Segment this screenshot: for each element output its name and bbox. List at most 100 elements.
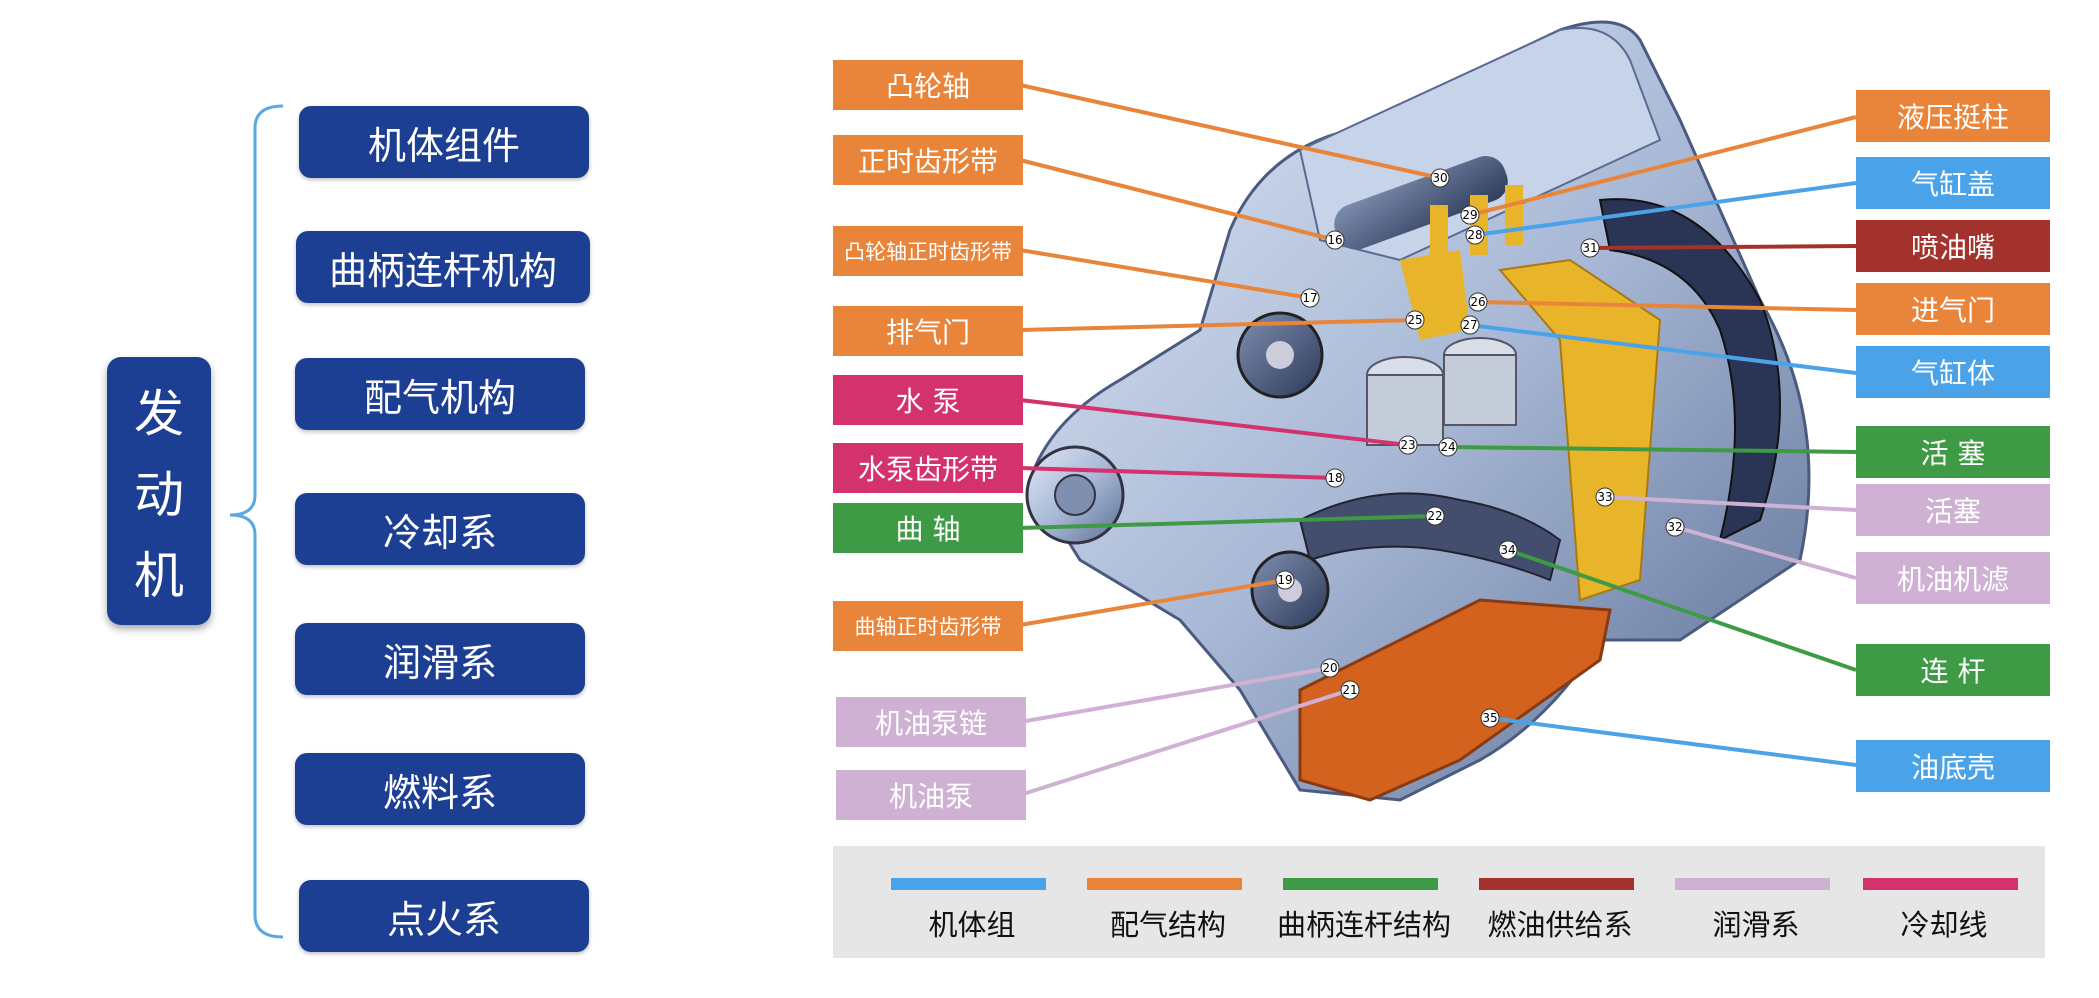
callout-number: 33: [1597, 490, 1612, 504]
root-node-engine: 发 动 机: [107, 357, 211, 625]
label-text: 喷油嘴: [1910, 231, 1995, 264]
label-connecting-rod: 连 杆: [1856, 644, 2050, 696]
leader-lines-left: [1019, 83, 1441, 797]
legend-label: 曲柄连杆结构: [1276, 908, 1451, 942]
subsystem-label: 点火系: [386, 897, 501, 942]
callout-number: 20: [1322, 661, 1337, 675]
legend-swatch: [1283, 878, 1438, 890]
label-exhaust-valve: 排气门: [833, 306, 1023, 356]
subsystem-body-parts: 机体组件: [299, 106, 589, 178]
legend-label: 机体组: [928, 908, 1016, 942]
legend-label: 配气结构: [1109, 908, 1226, 942]
legend-item-crank: 曲柄连杆结构: [1269, 846, 1451, 958]
legend-swatch: [891, 878, 1046, 890]
label-text: 活塞: [1924, 495, 1981, 528]
legend-item-lube: 润滑系: [1661, 846, 1841, 958]
label-oil-filter: 机油机滤: [1856, 552, 2050, 604]
label-text: 曲轴正时齿形带: [854, 615, 1002, 639]
label-oil-pan: 油底壳: [1856, 740, 2050, 792]
callout-number: 31: [1582, 241, 1597, 255]
subsystem-label: 机体组件: [367, 123, 520, 168]
legend-item-body: 机体组: [877, 846, 1057, 958]
label-text: 排气门: [885, 316, 970, 349]
callout-number: 28: [1467, 228, 1482, 242]
label-oil-pump: 机油泵: [836, 770, 1026, 820]
label-hydraulic-lifter: 液压挺柱: [1856, 90, 2050, 142]
label-piston-pink: 活塞: [1856, 484, 2050, 536]
label-text: 连 杆: [1920, 655, 1986, 688]
callout-number: 18: [1327, 471, 1342, 485]
label-text: 曲 轴: [895, 513, 961, 546]
subsystem-lubrication: 润滑系: [295, 623, 585, 695]
subsystem-valve-train: 配气机构: [295, 358, 585, 430]
subsystem-label: 冷却系: [382, 510, 497, 555]
callout-number: 29: [1462, 208, 1477, 222]
subsystem-cooling: 冷却系: [295, 493, 585, 565]
label-text: 机油机滤: [1896, 563, 2009, 596]
label-text: 凸轮轴正时齿形带: [844, 240, 1012, 264]
legend-label: 燃油供给系: [1487, 908, 1633, 942]
label-fuel-injector: 喷油嘴: [1856, 220, 2050, 272]
subsystem-label: 配气机构: [363, 375, 516, 420]
callout-number: 21: [1342, 683, 1357, 697]
label-water-pump: 水 泵: [833, 375, 1023, 425]
callout-number: 25: [1407, 313, 1422, 327]
legend-item-fuel: 燃油供给系: [1465, 846, 1645, 958]
callout-number: 23: [1400, 438, 1415, 452]
label-camshaft-timing-belt: 凸轮轴正时齿形带: [833, 226, 1023, 276]
callout-number: 32: [1667, 520, 1682, 534]
engine-illustration: [1025, 20, 1811, 802]
label-oil-pump-chain: 机油泵链: [836, 697, 1026, 747]
subsystem-label: 润滑系: [382, 640, 497, 685]
label-text: 机油泵: [888, 780, 973, 813]
legend: 机体组 配气结构 曲柄连杆结构 燃油供给系 润滑系 冷却线: [833, 846, 2045, 958]
callout-number: 24: [1440, 440, 1455, 454]
mindmap-brace: [229, 104, 284, 939]
callout-number: 35: [1482, 711, 1497, 725]
label-text: 活 塞: [1920, 437, 1986, 470]
label-text: 凸轮轴: [885, 70, 970, 103]
label-text: 进气门: [1910, 294, 1995, 327]
label-crank-timing-belt: 曲轴正时齿形带: [833, 601, 1023, 651]
leader-lines-right: [1447, 115, 1857, 767]
root-char-3: 机: [134, 547, 184, 606]
legend-item-cooling: 冷却线: [1849, 846, 2029, 958]
subsystem-crank-mechanism: 曲柄连杆机构: [296, 231, 590, 303]
label-text: 气缸体: [1910, 357, 1995, 390]
label-text: 水泵齿形带: [857, 453, 998, 486]
callout-numbers: 30 16 17 25 23 18 22 19 20 21 29 28 31 2…: [1275, 168, 1685, 728]
callout-number: 19: [1277, 573, 1292, 587]
label-text: 油底壳: [1910, 751, 1995, 784]
label-timing-belt: 正时齿形带: [833, 135, 1023, 185]
label-water-pump-belt: 水泵齿形带: [833, 443, 1023, 493]
callout-number: 22: [1427, 509, 1442, 523]
legend-label: 润滑系: [1712, 908, 1800, 942]
label-crankshaft: 曲 轴: [833, 503, 1023, 553]
subsystem-label: 燃料系: [382, 770, 497, 815]
legend-swatch: [1479, 878, 1634, 890]
legend-swatch: [1863, 878, 2018, 890]
legend-label: 冷却线: [1900, 908, 1988, 942]
label-cylinder-head: 气缸盖: [1856, 157, 2050, 209]
callout-number: 17: [1302, 291, 1317, 305]
label-text: 气缸盖: [1910, 168, 1995, 201]
label-text: 机油泵链: [874, 707, 987, 740]
callout-number: 27: [1462, 318, 1477, 332]
callout-number: 26: [1470, 295, 1485, 309]
root-char-1: 发: [134, 384, 184, 443]
subsystem-label: 曲柄连杆机构: [328, 248, 557, 293]
label-piston-green: 活 塞: [1856, 426, 2050, 478]
label-text: 液压挺柱: [1896, 101, 2009, 134]
legend-swatch: [1675, 878, 1830, 890]
subsystem-fuel: 燃料系: [295, 753, 585, 825]
subsystem-ignition: 点火系: [299, 880, 589, 952]
root-char-2: 动: [134, 465, 184, 524]
callout-number: 16: [1327, 233, 1342, 247]
callout-number: 34: [1500, 543, 1515, 557]
label-camshaft: 凸轮轴: [833, 60, 1023, 110]
label-intake-valve: 进气门: [1856, 283, 2050, 335]
label-text: 正时齿形带: [857, 145, 998, 178]
legend-swatch: [1087, 878, 1242, 890]
label-cylinder-block: 气缸体: [1856, 346, 2050, 398]
